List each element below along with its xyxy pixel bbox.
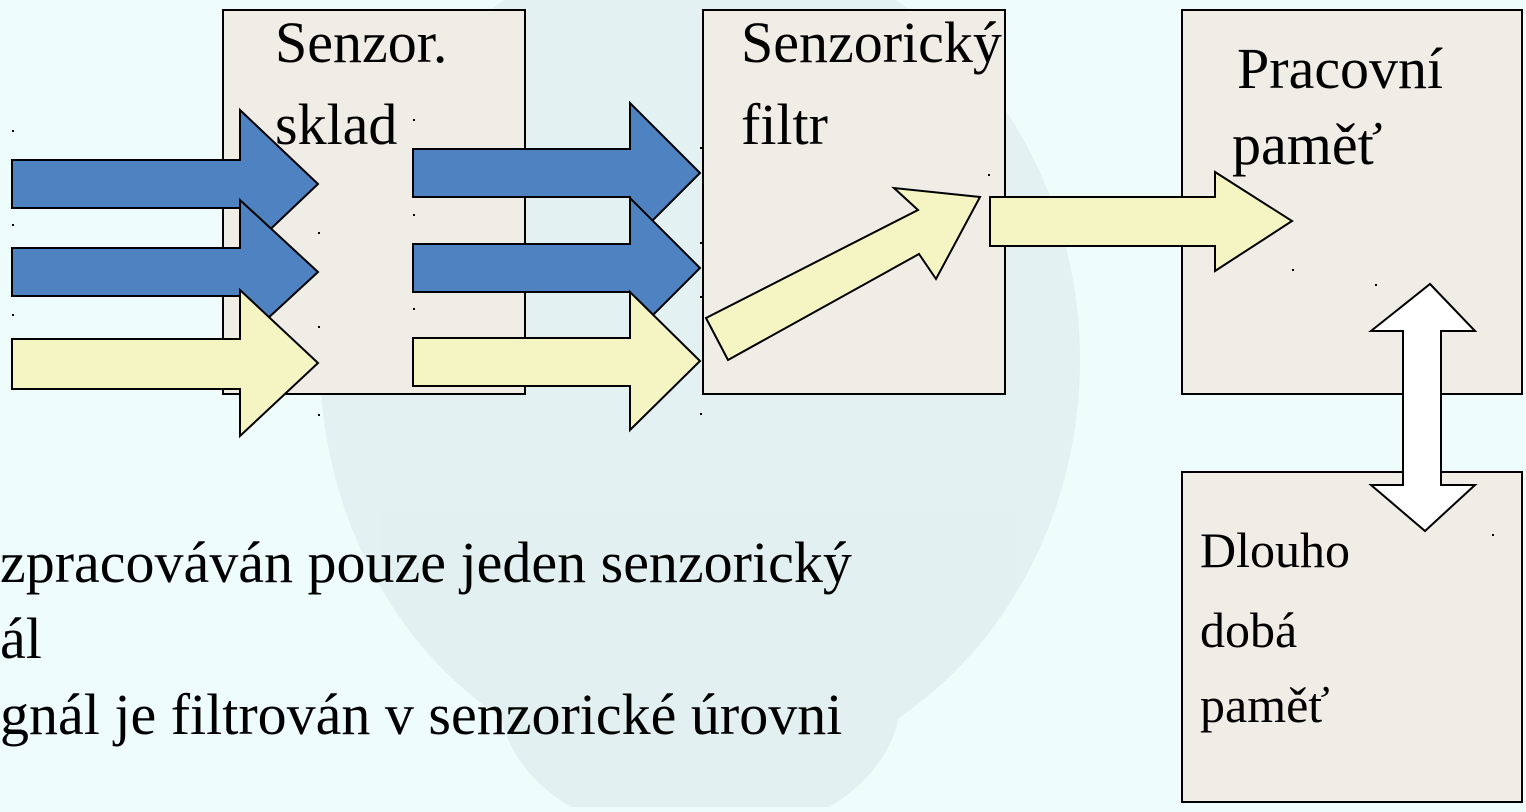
bullet-line-1: zpracováván pouze jeden senzorický — [0, 530, 852, 595]
senzoricky-filtr-title: Senzorický — [741, 10, 1002, 75]
senzoricky-filtr-subtitle: filtr — [741, 92, 828, 157]
senzor-sklad-subtitle: sklad — [275, 92, 398, 157]
senzor-sklad-title: Senzor. — [275, 10, 448, 75]
yellow-arrow-left — [11, 287, 320, 439]
bullet-line-3: gnál je filtrován v senzorické úrovni — [0, 682, 843, 747]
dlouhodoba-pamet-line3: paměť — [1200, 677, 1330, 733]
dlouhodoba-pamet-box — [1181, 471, 1523, 803]
blue-arrow-middle-2 — [412, 195, 702, 341]
dlouhodoba-pamet-line1: Dlouho — [1200, 522, 1350, 578]
yellow-arrow-middle — [412, 289, 702, 433]
dot-markers — [12, 119, 1494, 536]
pracovni-pamet-title: Pracovní — [1237, 36, 1444, 101]
pracovni-pamet-subtitle: paměť — [1232, 112, 1383, 177]
yellow-arrow-to-working-memory — [989, 170, 1294, 273]
blue-arrow-middle-1 — [412, 100, 702, 246]
dlouhodoba-pamet-line2: dobá — [1200, 602, 1298, 658]
yellow-arrow-diagonal — [704, 186, 982, 362]
bullet-line-2: ál — [0, 606, 42, 671]
double-arrow-memory — [1368, 282, 1478, 533]
